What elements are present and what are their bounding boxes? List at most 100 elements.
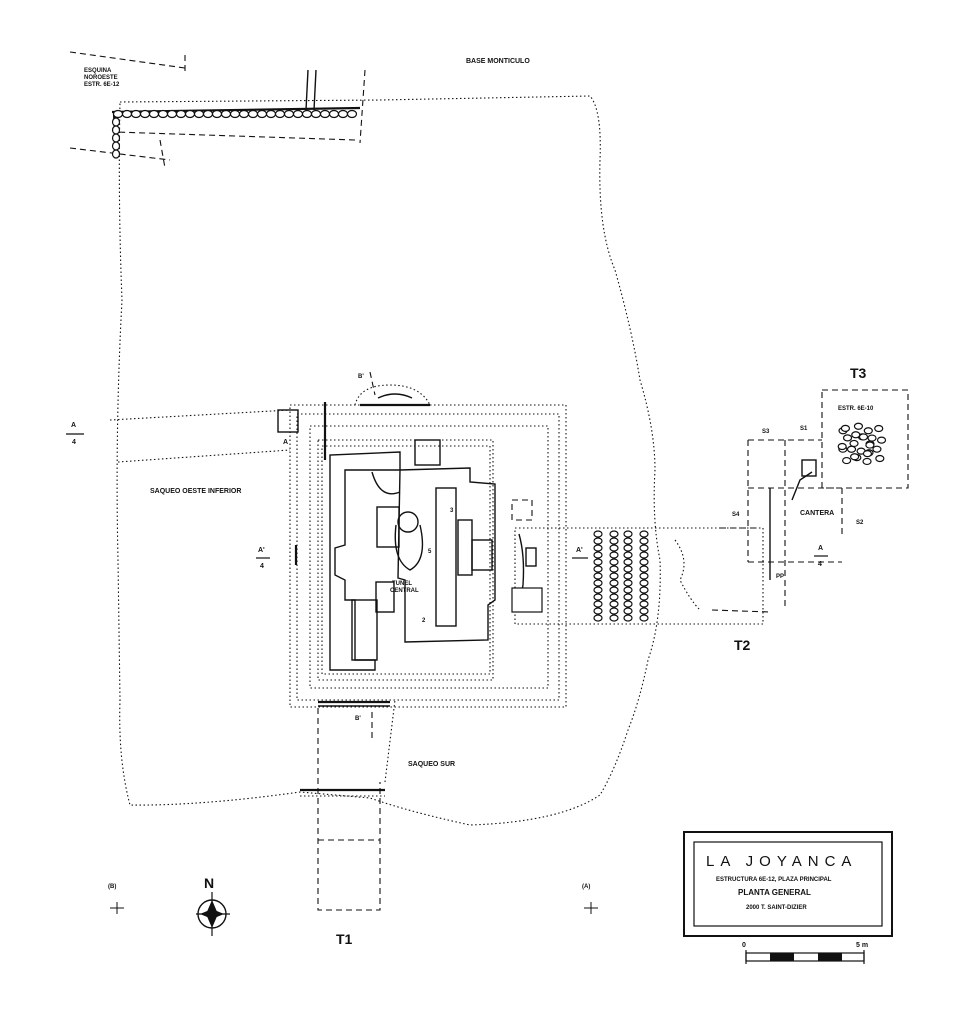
label-section-a-trench: A' [576,547,583,554]
stone [609,544,619,552]
label-section-a-entrance: A [283,439,288,446]
stone [202,109,214,119]
stone [862,450,873,458]
stone [639,586,649,594]
label-section-a-east: A [818,545,823,552]
stone [593,572,603,580]
stone [346,109,358,119]
label-s3: S3 [762,429,770,435]
stone [623,530,633,538]
stone [837,442,847,451]
stone [858,433,869,441]
stone [593,544,603,552]
stone [593,579,603,587]
northwest-corner-wall [69,51,366,169]
stone [639,558,649,566]
stone [609,579,619,587]
title-block [683,831,893,937]
label-north: N [204,875,214,891]
stone [609,607,619,615]
label-pp: PP [776,574,784,580]
label-section-a-prime: A' [258,547,265,554]
stone [166,109,178,119]
stone [184,109,196,119]
stone [301,109,313,119]
stone [337,109,349,119]
stone [121,109,133,119]
stone [846,445,857,453]
title-line-1: ESTRUCTURA 6E-12, PLAZA PRINCIPAL [716,877,832,883]
label-cantera: CANTERA [800,510,834,517]
label-esquina-3: ESTR. 6E-12 [84,82,120,88]
label-tunel-2: CENTRAL [390,588,419,594]
stone [609,600,619,608]
stone [609,614,619,622]
stone [623,544,633,552]
label-section-a-west-sub: 4 [72,439,76,446]
stone [139,109,151,119]
stone [111,117,121,127]
stone [609,572,619,580]
stone [639,593,649,601]
stone [862,457,872,466]
stone [639,579,649,587]
stone [623,600,633,608]
label-section-a-prime-sub: 4 [260,563,264,570]
stone [593,558,603,566]
stone [265,109,277,119]
mound-base-outline [116,95,661,826]
label-s2: S2 [856,520,864,526]
label-b-marker: (B) [108,884,116,890]
stone [593,600,603,608]
label-s4: S4 [732,512,740,518]
stone [842,434,853,442]
label-section-b-bottom: B' [355,716,361,722]
title-site-name: LA JOYANCA [706,853,857,870]
stone [639,544,649,552]
stone [112,109,124,119]
stone [238,109,250,119]
stone [639,600,649,608]
stone [593,593,603,601]
stone [148,109,160,119]
stone [609,565,619,573]
stone [623,586,633,594]
stone [623,607,633,615]
stone [193,109,205,119]
stone [319,109,331,119]
label-a-marker: (A) [582,884,590,890]
stone [111,133,121,143]
stone [247,109,259,119]
stone [849,439,859,448]
stone [593,565,603,573]
stone [639,572,649,580]
title-line-2: PLANTA GENERAL [738,888,811,897]
stone [274,109,286,119]
stone [211,109,223,119]
stone [310,109,322,119]
stone [639,530,649,538]
stone [623,614,633,622]
stone [111,149,121,159]
stone [292,109,304,119]
stone [853,422,864,430]
label-section-a-west: A [71,422,76,429]
stone [867,434,877,442]
stone [328,109,340,119]
label-saqueo-oeste: SAQUEO OESTE INFERIOR [150,488,241,495]
stone [609,558,619,566]
stone [175,109,187,119]
stone [623,572,633,580]
stone [609,586,619,594]
stone [593,607,603,615]
stone [256,109,268,119]
stone [157,109,169,119]
stone [609,530,619,538]
label-t1: T1 [336,931,353,947]
trench-t3 [747,389,909,610]
label-esquina-2: NOROESTE [84,75,118,81]
stone [609,593,619,601]
stone [111,141,121,151]
stone [639,551,649,559]
